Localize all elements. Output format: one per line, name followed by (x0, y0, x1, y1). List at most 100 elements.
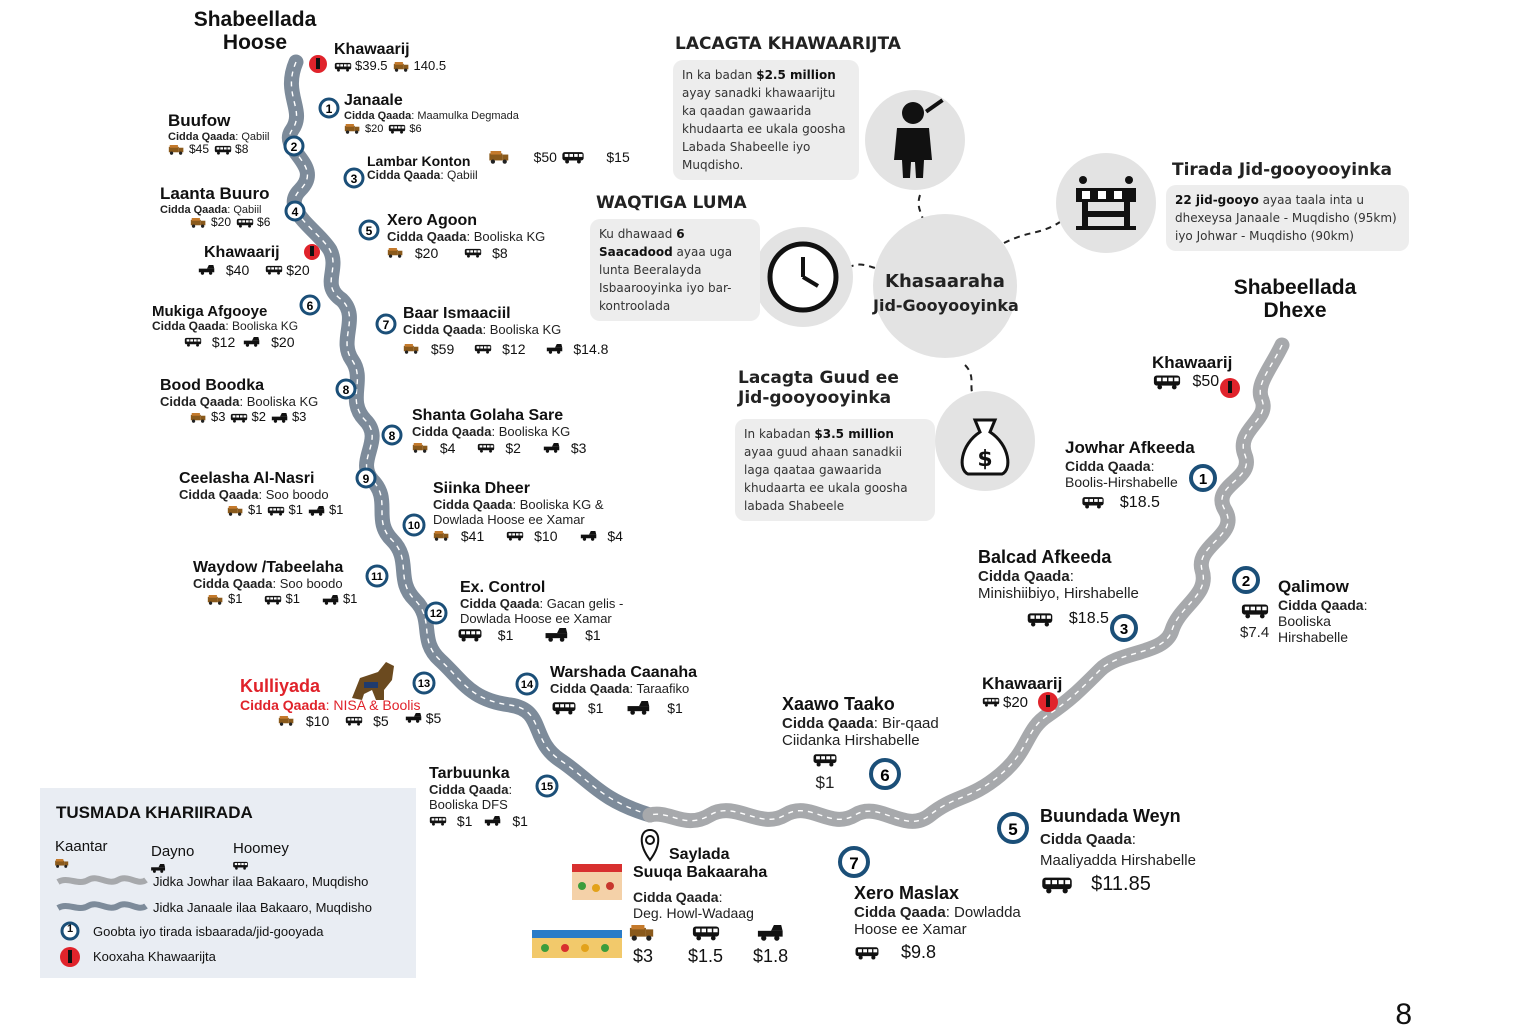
truck-icon (334, 62, 352, 72)
stop-waydow-tabeelaha: Waydow /Tabeelaha Cidda Qaada: Soo boodo… (193, 559, 358, 607)
price: $50 (533, 149, 557, 165)
bus-icon (507, 532, 524, 541)
price: $20 (211, 215, 232, 230)
price: $10 (305, 712, 330, 729)
price: $3 (291, 409, 307, 425)
svg-text:4: 4 (292, 205, 299, 219)
stop-ceelasha-al-nasri: Ceelasha Al-Nasri Cidda Qaada: Soo boodo… (179, 470, 344, 518)
bus-icon (1241, 604, 1269, 618)
bus-icon (236, 218, 254, 228)
info-title-roadblocks: Tirada Jid-gooyooyinka (1172, 160, 1392, 180)
pickup-icon (546, 344, 562, 355)
region-title-lower: Shabeellada Hoose (193, 8, 317, 55)
bus-icon (233, 861, 248, 870)
price: $1 (667, 700, 683, 717)
price: $18.5 (1119, 493, 1160, 511)
stop-siinka-dheer: Siinka Dheer Cidda Qaada: Booliska KG & … (433, 480, 623, 545)
checkpoint-pin: 1 2 3 4 5 6 7 8 8 9 10 11 12 13 14 15 (283, 97, 559, 798)
price: $6 (409, 123, 422, 136)
stop-bood-boodka: Bood Boodka Cidda Qaada: Booliska KG $3 … (160, 377, 319, 425)
region-title-middle: Shabeellada Dhexe (1233, 276, 1357, 323)
pickup-icon (757, 925, 783, 941)
legend-militant: Kooxaha Khawaarijta (93, 949, 216, 964)
bus-icon (268, 506, 285, 516)
price: $5 (373, 712, 389, 729)
bus-icon (389, 125, 406, 134)
stop-warshada-caanaha: Warshada Caanaha Cidda Qaada: Taraafiko … (550, 664, 698, 717)
stop-ex-control: Ex. Control Cidda Qaada: Gacan gelis - D… (458, 579, 623, 644)
stop-buundada-weyn: Buundada Weyn Cidda Qaada: Maaliyadda Hi… (1040, 806, 1196, 896)
bus-icon (855, 946, 879, 960)
stop-laanta-buuro: Laanta Buuro Cidda Qaada: Qabiil $20 $6 (160, 184, 271, 230)
svg-text:7: 7 (383, 318, 390, 332)
price: $10 (534, 528, 558, 545)
clock-icon (767, 241, 839, 313)
truck-icon (629, 925, 654, 941)
price: $50 (1192, 372, 1220, 390)
price: $11.85 (1091, 873, 1151, 896)
legend-road-jowhar: Jidka Jowhar ilaa Bakaaro, Muqdisho (153, 874, 369, 889)
price: $41 (460, 528, 485, 545)
gunman-icon (894, 98, 944, 178)
stop-mukiga-afgooye: Mukiga Afgooye Cidda Qaada: Booliska KG … (152, 303, 299, 351)
market-stall-icon (572, 864, 622, 900)
price: $1 (228, 591, 243, 607)
price: $2 (505, 440, 521, 457)
legend-road-jowhar-swatch (56, 875, 148, 885)
pickup-icon (485, 816, 501, 827)
price: $1 (815, 772, 835, 792)
legend-title: TUSMADA KHARIIRADA (56, 803, 253, 822)
legend-road-janaale-swatch (56, 901, 148, 911)
info-bubble-time-lost: Ku dhawaad 6 Saacadood ayaa uga lunta Be… (590, 219, 760, 321)
svg-text:9: 9 (363, 472, 370, 486)
svg-text:1: 1 (326, 102, 333, 116)
map-legend: TUSMADA KHARIIRADA Kaantar Dayno Hoomey … (40, 788, 416, 978)
truck-icon (227, 505, 243, 516)
pickup-icon (545, 628, 568, 643)
bus-icon (1153, 375, 1181, 390)
price: $4 (607, 528, 623, 545)
stop-lambar-konton: Lambar Konton Cidda Qaada: Qabiil (367, 153, 478, 183)
stop-khawaarij-east-2: Khawaarij $20 (982, 674, 1063, 711)
price: $12 (502, 341, 526, 358)
bus-icon (1027, 613, 1053, 627)
bus-icon (266, 266, 283, 276)
pickup-icon (308, 505, 325, 516)
bus-icon (429, 817, 447, 826)
price: $1 (585, 627, 601, 644)
price: $1.5 (688, 945, 724, 966)
legend-vehicle-label: Kaantar (55, 838, 108, 855)
stop-khawaarij-2: Khawaarij $40 $20 (198, 244, 310, 278)
svg-text:11: 11 (371, 571, 383, 583)
svg-text:15: 15 (541, 781, 553, 793)
price: $59 (430, 341, 455, 358)
price: $1 (342, 591, 358, 607)
truck-icon (207, 594, 223, 605)
legend-checkpoint: Goobta iyo tirada isbaarada/jid-gooyada (93, 924, 324, 939)
militant-marker (304, 55, 1240, 712)
price: $15 (606, 149, 630, 165)
bus-icon (1082, 497, 1104, 509)
bus-icon (465, 249, 482, 259)
truck-icon (190, 218, 206, 228)
price: $1 (248, 502, 263, 518)
moneybag-icon: $ (960, 418, 1010, 476)
pickup-icon (198, 265, 215, 276)
svg-text:6: 6 (880, 766, 889, 785)
stop-shanta-golaha-sare: Shanta Golaha Sare Cidda Qaada: Booliska… (412, 407, 587, 457)
police-dog-icon (352, 662, 394, 700)
stop-khawaarij-east-1: Khawaarij $50 (1152, 353, 1233, 390)
truck-icon (344, 124, 360, 135)
svg-text:8: 8 (343, 383, 350, 397)
info-title-khawaarij-fees: LACAGTA KHAWAARIJTA (675, 34, 901, 54)
price: $39.5 (355, 58, 388, 74)
price: $20 (271, 334, 295, 351)
svg-text:13: 13 (418, 678, 430, 690)
svg-text:2: 2 (291, 140, 298, 154)
info-bubble-khawaarij-fees: In ka badan $2.5 million ayay sanadki kh… (673, 60, 859, 180)
truck-icon (403, 344, 419, 355)
legend-vehicle-label: Dayno (151, 843, 195, 860)
svg-text:12: 12 (430, 608, 442, 620)
svg-text:2: 2 (1242, 573, 1250, 590)
